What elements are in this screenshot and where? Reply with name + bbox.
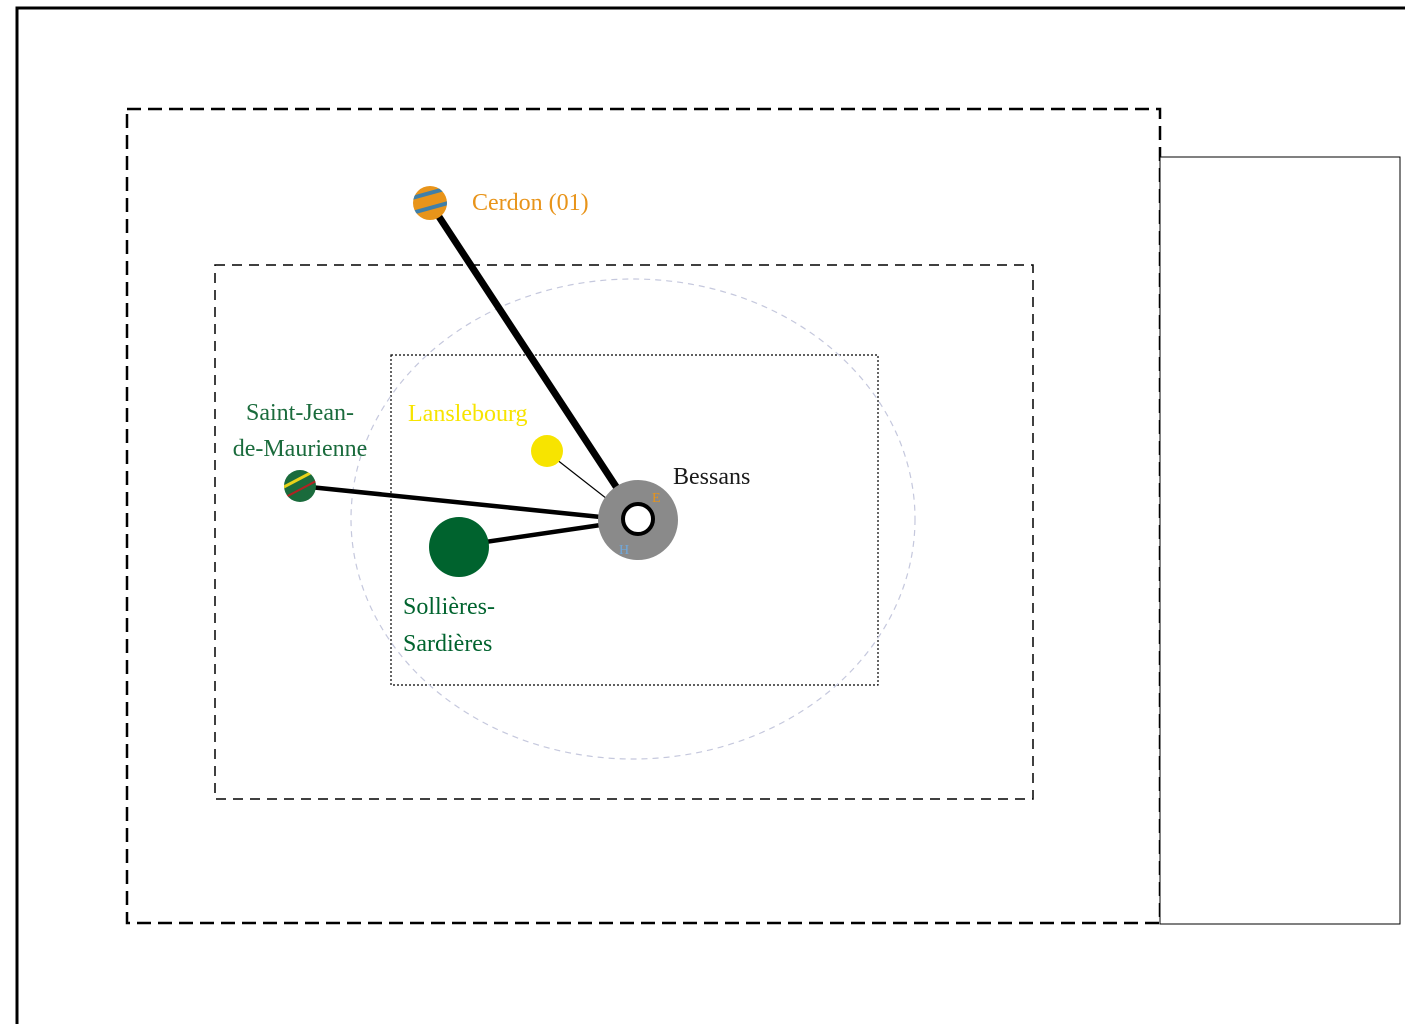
bessans-mark-h: H xyxy=(619,543,629,558)
zone-small xyxy=(390,354,879,686)
place-cerdon: Cerdon (01) xyxy=(413,186,589,220)
place-lanslebourg: Lanslebourg xyxy=(408,401,563,467)
saint-jean-stripe xyxy=(284,479,316,499)
range-circle xyxy=(350,278,916,760)
place-saint-jean: Saint-Jean- de-Maurienne xyxy=(233,400,368,502)
bessans-label: Bessans xyxy=(673,464,750,490)
lanslebourg-label: Lanslebourg xyxy=(408,401,528,427)
sollieres-label: Sollières- xyxy=(403,594,495,620)
cerdon-label: Cerdon (01) xyxy=(472,190,589,216)
saint-jean-label: Saint-Jean- xyxy=(246,400,354,426)
link-cerdon xyxy=(427,201,639,519)
sollieres-node xyxy=(429,517,489,577)
sollieres-label: Sardières xyxy=(403,631,492,657)
outer-frame xyxy=(15,6,1405,1024)
bessans-node xyxy=(621,502,655,536)
place-sollieres: Sollières- Sardières xyxy=(403,517,495,657)
saint-jean-label: de-Maurienne xyxy=(233,436,368,462)
lanslebourg-node xyxy=(531,435,563,467)
zone-medium xyxy=(214,264,1034,800)
bessans-mark-e: E xyxy=(652,491,661,506)
link-saint-jean xyxy=(299,483,631,523)
side-panel xyxy=(1159,156,1401,925)
